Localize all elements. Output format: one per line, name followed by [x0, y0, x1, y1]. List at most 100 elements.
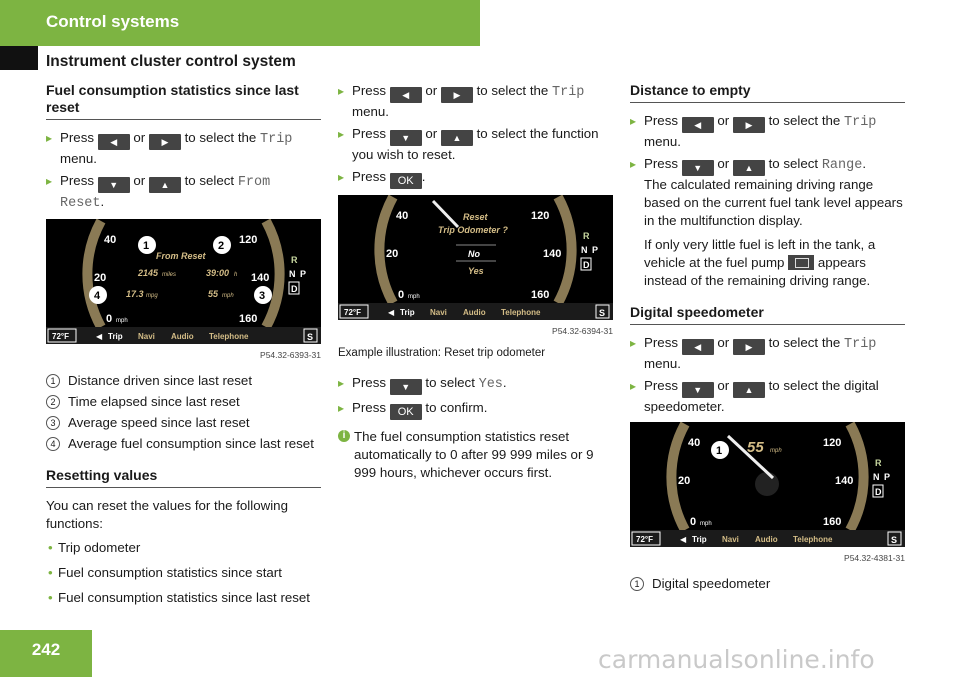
gauge-tick: 40 [104, 234, 116, 246]
gear-indicator: R [291, 255, 298, 265]
fuel-pump-icon [788, 255, 815, 270]
step-text: menu. [60, 151, 97, 166]
speed-value: 55 [208, 289, 219, 299]
gauge-unit: mph [116, 318, 128, 324]
cluster-illustration-fuel-stats: 40 20 0 mph 120 140 160 R N P D From Res… [46, 219, 321, 344]
step-text: . [100, 194, 105, 209]
trip-odometer-label: Trip Odometer ? [438, 225, 508, 235]
legend-text: Time elapsed since last reset [68, 394, 240, 409]
step-text: Press [644, 378, 682, 393]
figure-caption: Example illustration: Reset trip odomete… [338, 347, 546, 359]
step-text: Press [60, 173, 98, 188]
step: Press ▼ or ▲ to select From Reset. [46, 172, 321, 213]
menu-name: Trip [260, 132, 293, 147]
menu-item-navi: Navi [722, 535, 739, 544]
miles-unit: miles [162, 272, 176, 278]
low-fuel-text: If only very little fuel is left in the … [644, 237, 876, 270]
gear-indicator: D [291, 284, 298, 294]
gauge-tick: 40 [396, 210, 408, 222]
s-indicator: S [307, 332, 313, 342]
step-text: to select the [472, 83, 552, 98]
miles-value: 2145 [137, 268, 159, 278]
cluster-graphic: 40 20 0 mph 120 140 160 R N P D From Res… [46, 219, 321, 344]
gauge-tick: 140 [835, 475, 853, 487]
svg-text:◀: ◀ [388, 308, 395, 317]
step: Press OK. [338, 168, 613, 189]
step: Press OK to confirm. [338, 399, 613, 420]
menu-item-audio: Audio [171, 332, 194, 341]
gear-indicator: R [875, 458, 882, 468]
legend-text: Average fuel consumption since last rese… [68, 436, 314, 451]
menu-item-trip: Trip [108, 332, 123, 341]
yes-option: Yes [468, 266, 484, 276]
step-text: Press [352, 375, 390, 390]
step-text: to confirm. [421, 400, 488, 415]
menu-item-trip: Trip [692, 535, 707, 544]
menu-name: Range [821, 158, 863, 173]
step-text: to select [764, 156, 822, 171]
mpg-unit: mpg [146, 293, 158, 299]
no-option: No [468, 249, 480, 259]
step-text: Press [644, 156, 682, 171]
down-button-icon: ▼ [389, 130, 422, 146]
header-band [0, 0, 480, 46]
list-item: Fuel consumption statistics since start [46, 564, 321, 582]
svg-text:◀: ◀ [680, 535, 687, 544]
section-heading-distance-to-empty: Distance to empty [630, 82, 905, 103]
menu-item-telephone: Telephone [209, 332, 249, 341]
step: Press ▼ to select Yes. [338, 374, 613, 395]
step: Press ◀ or ▶ to select the Trip menu. [630, 112, 905, 151]
time-value: 39:00 [206, 268, 229, 278]
menu-item-audio: Audio [755, 535, 778, 544]
page-number: 242 [31, 640, 61, 659]
menu-item-telephone: Telephone [501, 308, 541, 317]
from-reset-label: From Reset [156, 251, 207, 261]
menu-name: Yes [478, 377, 503, 392]
cluster-illustration-speedometer: 40 20 0 mph 120 140 160 R N P D 55 mph 1… [630, 422, 905, 547]
temp-readout: 72°F [52, 332, 69, 341]
gauge-tick: 40 [688, 437, 700, 449]
legend-number: 1 [46, 374, 60, 388]
gear-indicator: N [581, 245, 588, 255]
step-text: or [129, 130, 149, 145]
step-text: Press [352, 400, 390, 415]
menu-name: From Reset [60, 175, 271, 211]
step-text: Press [352, 169, 390, 184]
digital-speed-unit: mph [770, 448, 782, 454]
low-fuel-text: appears instead of the remaining driving… [644, 255, 871, 288]
list-item: Fuel consumption statistics since last r… [46, 589, 321, 607]
menu-item-telephone: Telephone [793, 535, 833, 544]
left-button-icon: ◀ [681, 339, 714, 355]
step-text: or [129, 173, 149, 188]
section-subtitle: Instrument cluster control system [46, 53, 296, 70]
speed-unit: mph [222, 293, 234, 299]
column-1: Fuel consumption statistics since last r… [46, 82, 321, 614]
right-button-icon: ▶ [732, 339, 765, 355]
gear-indicator: D [583, 260, 590, 270]
callout-1: 1 [716, 445, 722, 457]
gear-indicator: P [884, 472, 890, 482]
step-text: or [713, 378, 733, 393]
up-button-icon: ▲ [732, 382, 765, 398]
digital-speed-value: 55 [747, 439, 764, 456]
step-text: menu. [644, 134, 681, 149]
left-button-icon: ◀ [389, 87, 422, 103]
step-text: . [862, 156, 867, 171]
gauge-tick: 160 [239, 313, 257, 325]
step-text: Press [352, 83, 390, 98]
menu-item-navi: Navi [138, 332, 155, 341]
step-text: . [502, 375, 507, 390]
chapter-title: Control systems [46, 12, 180, 31]
step: Press ◀ or ▶ to select the Trip menu. [338, 82, 613, 121]
gauge-tick: 160 [531, 289, 549, 301]
gauge-tick: 160 [823, 516, 841, 528]
ok-button-icon: OK [389, 173, 422, 189]
cluster-illustration-reset: 40 20 0 mph 120 140 160 R N P D Reset Tr… [338, 195, 613, 320]
page-number-box [0, 630, 92, 677]
right-button-icon: ▶ [440, 87, 473, 103]
gauge-tick: 20 [386, 248, 398, 260]
